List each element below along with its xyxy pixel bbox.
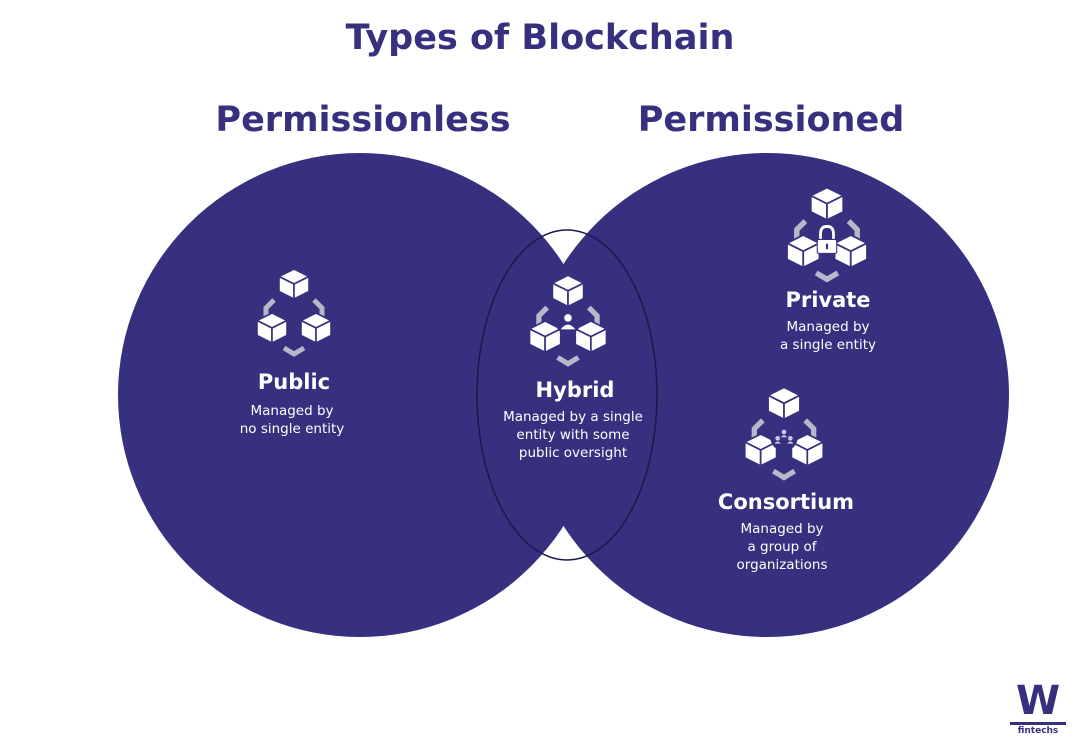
- consortium-label: Consortium: [717, 490, 855, 514]
- private-description: Managed by a single entity: [779, 319, 876, 353]
- blockchain-group-icon: [743, 386, 825, 481]
- blockchain-lock-icon: [786, 186, 868, 283]
- public-description: Managed by no single entity: [239, 403, 345, 437]
- hybrid-label: Hybrid: [535, 378, 615, 402]
- logo-mark: W: [1015, 678, 1061, 724]
- hybrid-description: Managed by a single entity with some pub…: [503, 409, 643, 461]
- public-label: Public: [257, 370, 331, 394]
- logo-text: fintechs: [1017, 726, 1059, 736]
- private-label: Private: [785, 288, 871, 312]
- circle-permissioned: [525, 153, 1009, 637]
- hybrid-overlap-outline: [476, 229, 658, 561]
- heading-permissionless: Permissionless: [215, 100, 511, 140]
- blockchain-user-icon: [528, 274, 608, 367]
- heading-permissioned: Permissioned: [637, 100, 905, 140]
- consortium-description: Managed by a group of organizations: [736, 521, 828, 573]
- logo-underline: [1010, 722, 1066, 725]
- brand-logo: W fintechs: [1008, 678, 1068, 742]
- circle-permissionless: [118, 153, 602, 637]
- blockchain-cubes-icon: [256, 268, 332, 357]
- page-title: Types of Blockchain: [345, 18, 735, 58]
